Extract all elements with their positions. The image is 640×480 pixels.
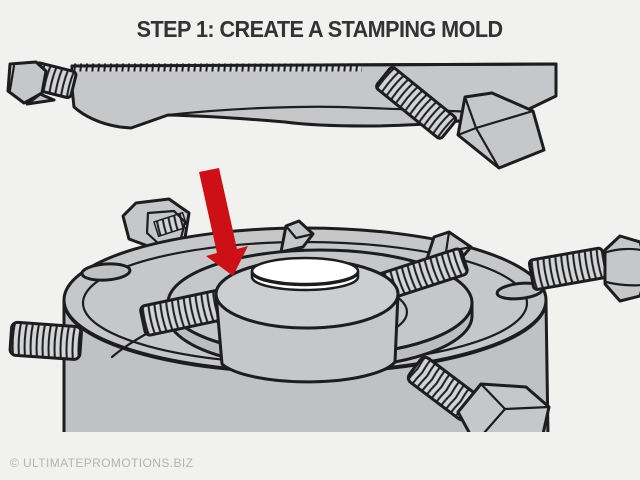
blank-disc: [250, 256, 360, 292]
upper-left-bolt: [6, 60, 78, 106]
ring-tab-left: [279, 219, 315, 254]
upper-mold-half: [6, 60, 558, 170]
bolt-hex-head: [6, 60, 48, 105]
lower-mold-half: [8, 197, 640, 432]
bolt-threads: [375, 66, 458, 140]
down-arrow-icon: [199, 168, 248, 276]
bolt-hex-head: [603, 234, 640, 303]
right-stud-bolt: [527, 234, 640, 303]
stud-far-left: [8, 320, 83, 361]
step-title: STEP 1: CREATE A STAMPING MOLD: [137, 16, 503, 42]
bolt-threads: [527, 246, 608, 291]
bottom-right-bolt: [406, 355, 551, 432]
watermark: © ULTIMATEPROMOTIONS.BIZ: [10, 456, 194, 470]
upper-mold-thread-texture: [74, 63, 362, 72]
upper-right-bolt: [375, 66, 546, 170]
flange-hole-left: [80, 262, 132, 282]
flange-front-step: [110, 332, 148, 359]
